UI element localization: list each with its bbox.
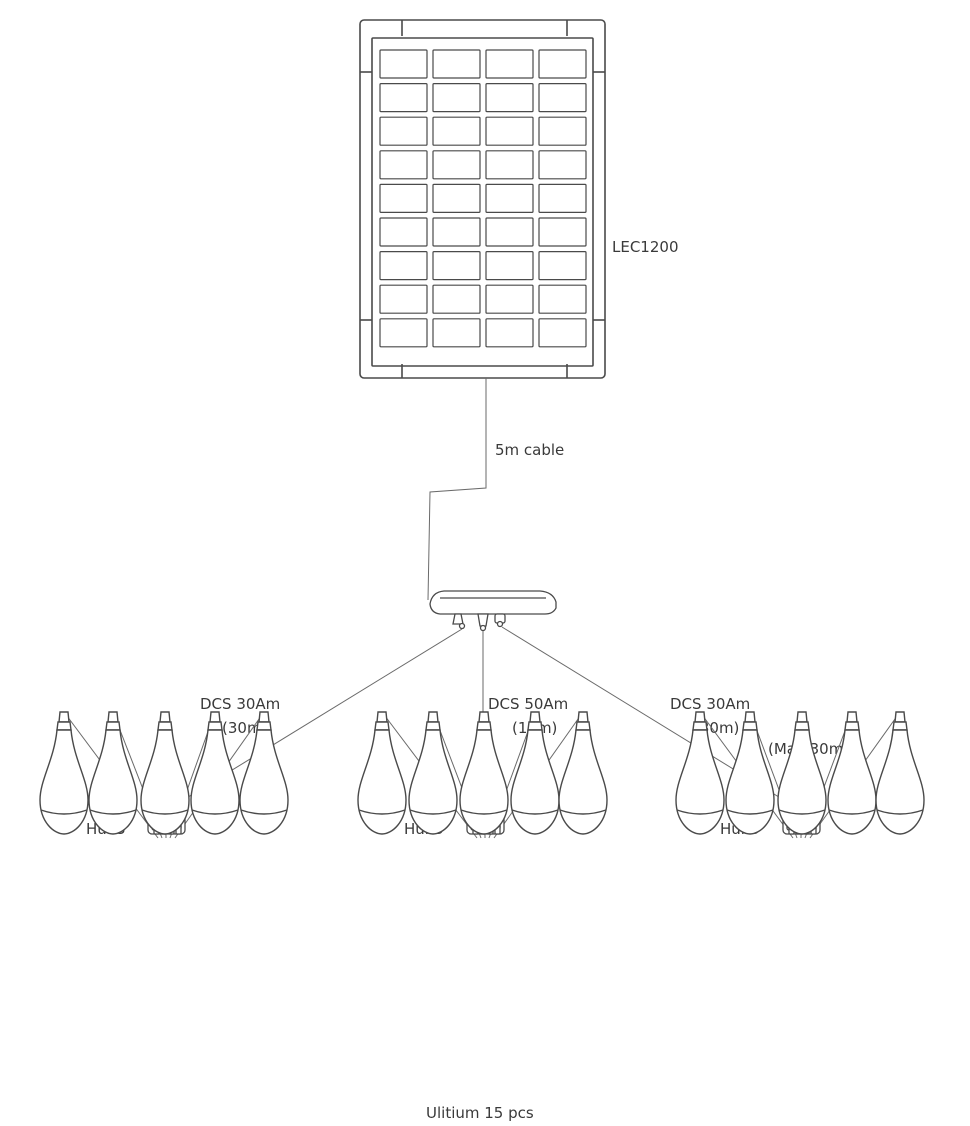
solar-cell [538, 251, 587, 281]
solar-cell [432, 318, 481, 348]
panel-label: LEC1200 [612, 238, 678, 256]
solar-cell [379, 49, 428, 79]
solar-cell [538, 116, 587, 146]
solar-cell [432, 150, 481, 180]
solar-cell [538, 284, 587, 314]
solar-cell-grid [379, 49, 587, 348]
bulb [725, 711, 775, 835]
branch-left-cable-type: DCS 30Am [200, 695, 280, 713]
light-group-left [39, 711, 289, 839]
solar-cell [379, 318, 428, 348]
bulb [827, 711, 877, 835]
solar-cell [485, 150, 534, 180]
solar-cell [538, 82, 587, 113]
bulb [875, 711, 925, 835]
solar-cell [432, 49, 481, 79]
bulb [459, 711, 509, 835]
solar-cell [538, 150, 587, 180]
bulb [140, 711, 190, 835]
bulb [675, 711, 725, 835]
solar-cell [379, 82, 428, 113]
light-group-right [675, 711, 925, 839]
solar-cell [538, 318, 587, 348]
solar-panel [359, 19, 606, 379]
solar-cell [485, 284, 534, 314]
solar-cell [485, 251, 534, 281]
solar-cell [485, 82, 534, 113]
solar-cell [432, 217, 481, 247]
solar-cell [538, 217, 587, 247]
branch-right-cable-type: DCS 30Am [670, 695, 750, 713]
solar-cell [432, 183, 481, 213]
solar-cell [432, 284, 481, 314]
bulb [88, 711, 138, 835]
solar-cell [485, 116, 534, 146]
main-cable [427, 378, 487, 601]
bulb [558, 711, 608, 835]
solar-cell [432, 82, 481, 113]
bulb [510, 711, 560, 835]
solar-cell [379, 183, 428, 213]
solar-cell [432, 116, 481, 146]
bulb [357, 711, 407, 835]
light-group-center [357, 711, 608, 839]
solar-cell [379, 116, 428, 146]
solar-cell [485, 49, 534, 79]
solar-cell [538, 49, 587, 79]
main-cable-label: 5m cable [495, 441, 564, 459]
solar-cell [379, 150, 428, 180]
branch-center-cable-type: DCS 50Am [488, 695, 568, 713]
solar-cell [485, 318, 534, 348]
solar-cell [485, 217, 534, 247]
bulb [239, 711, 289, 835]
solar-cell [485, 183, 534, 213]
bulb [408, 711, 458, 835]
bulb-count-label: Ulitium 15 pcs [426, 1104, 534, 1122]
solar-cell [432, 251, 481, 281]
solar-cell [538, 183, 587, 213]
bulb [39, 711, 89, 835]
solar-cell [379, 284, 428, 314]
controller-unit [429, 590, 557, 632]
bulb [190, 711, 240, 835]
solar-cell [379, 251, 428, 281]
solar-cell [379, 217, 428, 247]
bulb [777, 711, 827, 835]
